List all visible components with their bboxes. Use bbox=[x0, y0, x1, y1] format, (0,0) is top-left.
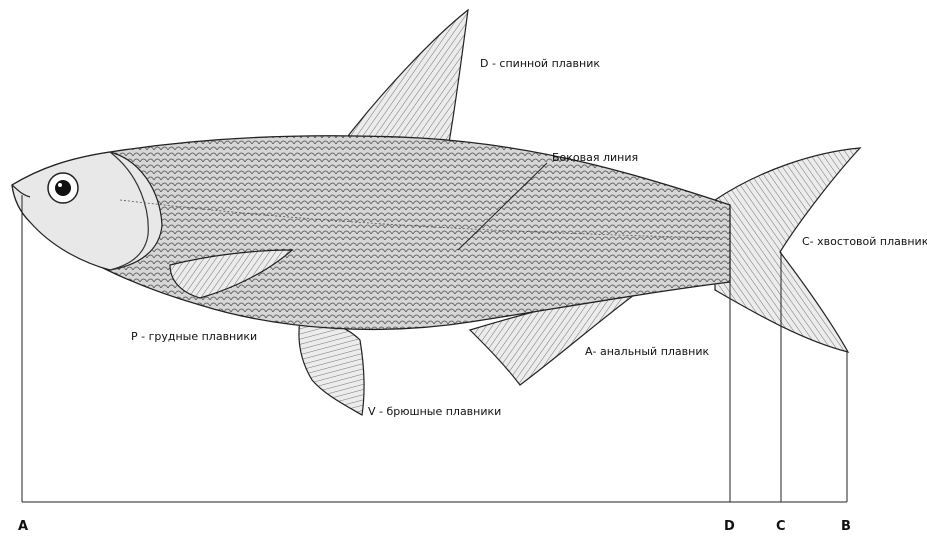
point-d: D bbox=[724, 520, 735, 533]
point-b: B bbox=[841, 520, 851, 533]
point-c: C bbox=[776, 520, 786, 533]
label-pectoral-fins: P - грудные плавники bbox=[131, 331, 257, 342]
caudal-fin bbox=[715, 148, 860, 352]
label-dorsal-fin: D - спинной плавник bbox=[480, 58, 600, 69]
fish-pupil bbox=[55, 180, 71, 196]
label-caudal-fin: С- хвостовой плавник bbox=[802, 236, 927, 247]
dorsal-fin bbox=[348, 10, 468, 148]
fish-head bbox=[12, 152, 162, 270]
label-lateral-line: Боковая линия bbox=[552, 152, 638, 163]
label-anal-fin: А- анальный плавник bbox=[585, 346, 709, 357]
eye-highlight bbox=[58, 183, 62, 187]
label-ventral-fins: V - брюшные плавники bbox=[368, 406, 501, 417]
ventral-fin bbox=[299, 320, 364, 415]
point-a: A bbox=[18, 520, 28, 533]
